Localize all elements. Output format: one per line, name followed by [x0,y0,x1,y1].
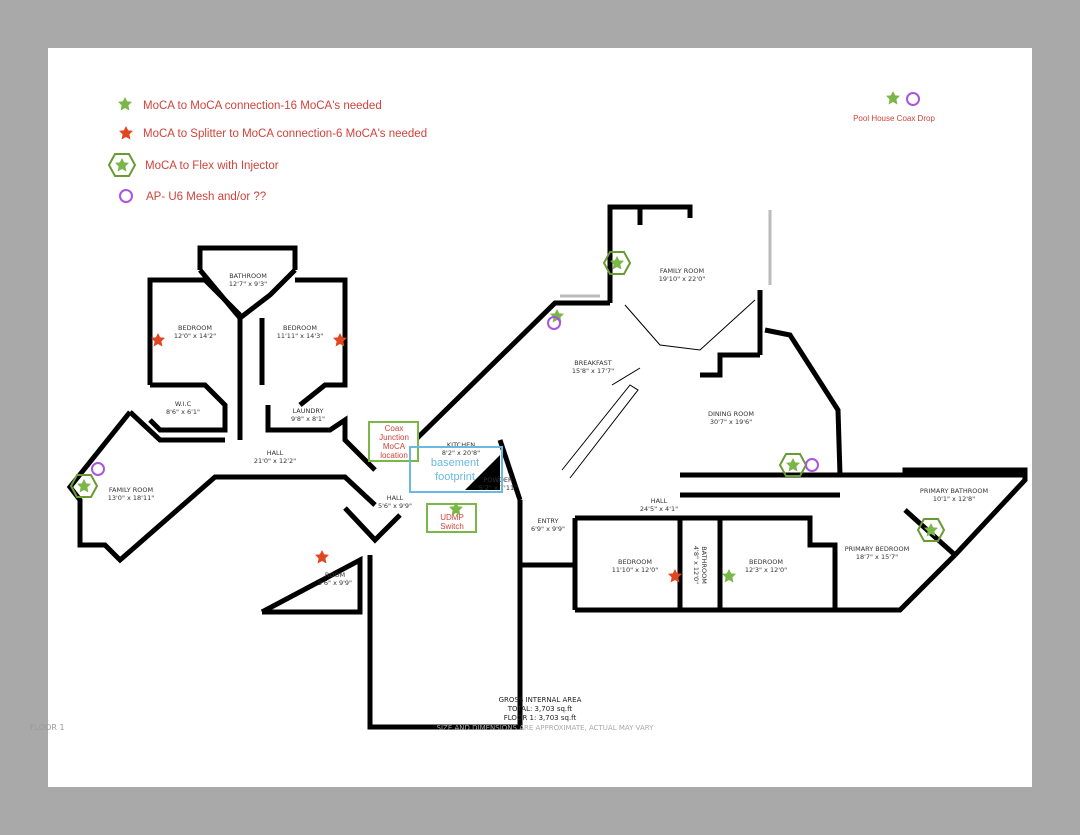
room-name: LAUNDRY [293,407,324,415]
room-size: 9'8" x 8'1" [291,415,325,423]
floor-plan-page [48,48,1032,787]
room-labels: BATHROOM 12'7" x 9'3" BEDROOM 12'0" x 14… [108,267,988,587]
room-size: 12'7" x 9'3" [229,280,267,288]
legend-label: MoCA to Flex with Injector [145,160,279,172]
room-name: FAMILY ROOM [109,486,153,494]
room-size: 8'6" x 6'1" [166,408,200,416]
room-size: 12'0" x 14'2" [174,332,216,340]
room-size: 5'6" x 9'9" [378,502,412,510]
room-size: 5'2" x 7'11" [479,484,517,492]
room-name: W.I.C [175,400,192,408]
room-name: ENTRY [537,517,558,525]
gia-floor: FLOOR 1: 3,703 sq.ft [504,714,577,722]
red-star-icon [151,333,165,347]
room-name: PRIMARY BATHROOM [920,487,988,495]
floor-label: FLOOR 1 [30,723,65,732]
disclaimer: SIZE AND DIMENSIONS ARE APPROXIMATE, ACT… [437,724,655,732]
footer: FLOOR 1 GROSS INTERNAL AREA TOTAL: 3,703… [30,696,654,732]
red-star-icon [119,126,133,140]
room-size: 12'3" x 12'0" [745,566,787,574]
basement-label: footprint [435,471,475,483]
room-name: BATHROOM [229,272,267,280]
green-star-icon [550,309,564,323]
room-name: FAMILY ROOM [660,267,704,275]
room-size: 13'0" x 18'11" [108,494,154,502]
pool-house-label: Pool House Coax Drop [853,114,935,123]
purple-circle-icon [805,458,819,472]
room-size: 4'8" x 12'0" [692,546,700,584]
purple-circle-icon [119,189,133,203]
coax-label: Junction [379,433,409,442]
walls [66,204,1028,730]
purple-circle-icon [91,462,105,476]
basement-footprint: basement footprint [409,446,503,493]
room-size: 21'0" x 12'2" [254,457,296,465]
room-size: 11'10" x 12'0" [612,566,658,574]
udmp-label: UDMP [440,513,464,522]
red-star-icon [315,550,329,564]
room-size: 9'6" x 9'9" [318,579,352,587]
room-name: ROOM [325,571,345,579]
room-size: 10'1" x 12'8" [933,495,975,503]
room-name: BEDROOM [178,324,212,332]
legend-label: AP- U6 Mesh and/or ?? [146,191,266,203]
room-name: HALL [387,494,404,502]
legend: MoCA to MoCA connection-16 MoCA's needed… [108,91,935,203]
green-star-icon [115,158,129,172]
room-size: 11'11" x 14'3" [277,332,323,340]
room-size: 8'2" x 20'8" [442,449,480,457]
room-name: DINING ROOM [708,410,754,418]
room-name: BEDROOM [618,558,652,566]
room-name: PRIMARY BEDROOM [845,545,909,553]
gia-total: TOTAL: 3,703 sq.ft [507,705,573,713]
hexagon-star-icon [917,518,945,542]
room-size: 24'5" x 4'1" [640,505,678,513]
room-name: HALL [651,497,668,505]
purple-circle-icon [547,316,561,330]
coax-label: MoCA [383,442,406,451]
coax-label: location [380,451,408,460]
udmp-label: Switch [440,522,464,531]
gia-title: GROSS INTERNAL AREA [499,696,582,704]
basement-label: basement [431,457,479,469]
legend-label: MoCA to Splitter to MoCA connection-6 Mo… [143,128,427,140]
room-size: 15'8" x 17'7" [572,367,614,375]
room-name: BEDROOM [283,324,317,332]
room-name: BEDROOM [749,558,783,566]
room-size: 6'9" x 9'9" [531,525,565,533]
green-star-icon [722,569,736,583]
markers [70,251,945,583]
room-name: BREAKFAST [574,359,612,367]
room-size: 18'7" x 15'7" [856,553,898,561]
room-size: 19'10" x 22'0" [659,275,705,283]
room-name: BATHROOM [700,546,708,584]
green-star-icon [118,97,132,111]
purple-circle-icon [906,92,920,106]
room-name: KITCHEN [447,441,475,449]
green-star-icon [886,91,900,105]
coax-label: Coax [385,424,404,433]
legend-label: MoCA to MoCA connection-16 MoCA's needed [143,100,382,112]
room-name: HALL [267,449,284,457]
room-name: POWDER [483,476,513,484]
hexagon-star-icon [70,474,98,498]
room-size: 30'7" x 19'6" [710,418,752,426]
